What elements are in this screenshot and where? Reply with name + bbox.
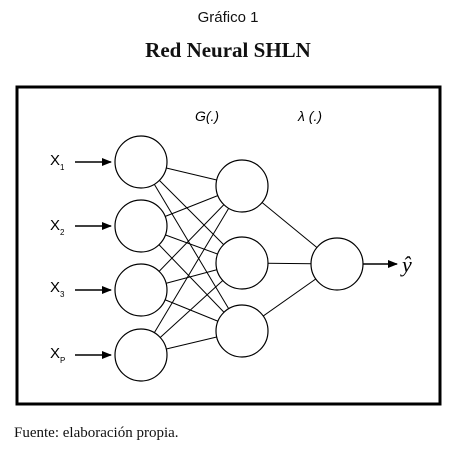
source-note: Fuente: elaboración propia. bbox=[14, 425, 179, 441]
figure-label: Gráfico 1 bbox=[197, 9, 259, 26]
input-node-p bbox=[114, 328, 168, 382]
diagram-title: Red Neural SHLN bbox=[145, 38, 311, 62]
edge-input4-hidden1 bbox=[140, 185, 243, 356]
input-label-3: X3 bbox=[50, 279, 65, 299]
input-label-2: X2 bbox=[50, 217, 65, 237]
input-layer bbox=[114, 135, 168, 382]
input-node-2 bbox=[114, 199, 168, 253]
hidden-node-2 bbox=[215, 236, 269, 290]
hidden-node-3 bbox=[215, 304, 269, 358]
input-node-3 bbox=[114, 263, 168, 317]
input-label-1: X1 bbox=[50, 152, 65, 172]
hidden-layer-label: G(.) bbox=[195, 108, 219, 124]
output-node bbox=[310, 237, 364, 291]
edge-input1-hidden3 bbox=[140, 161, 243, 332]
hidden-layer bbox=[215, 159, 269, 358]
input-labels: X1 X2 X3 XP bbox=[50, 152, 65, 365]
input-arrows bbox=[75, 158, 112, 359]
output-label: ŷ bbox=[400, 252, 412, 277]
diagram-frame bbox=[15, 85, 442, 406]
input-node-1 bbox=[114, 135, 168, 189]
hidden-node-1 bbox=[215, 159, 269, 213]
output-layer-label: λ (.) bbox=[297, 108, 322, 124]
input-label-p: XP bbox=[50, 345, 65, 365]
